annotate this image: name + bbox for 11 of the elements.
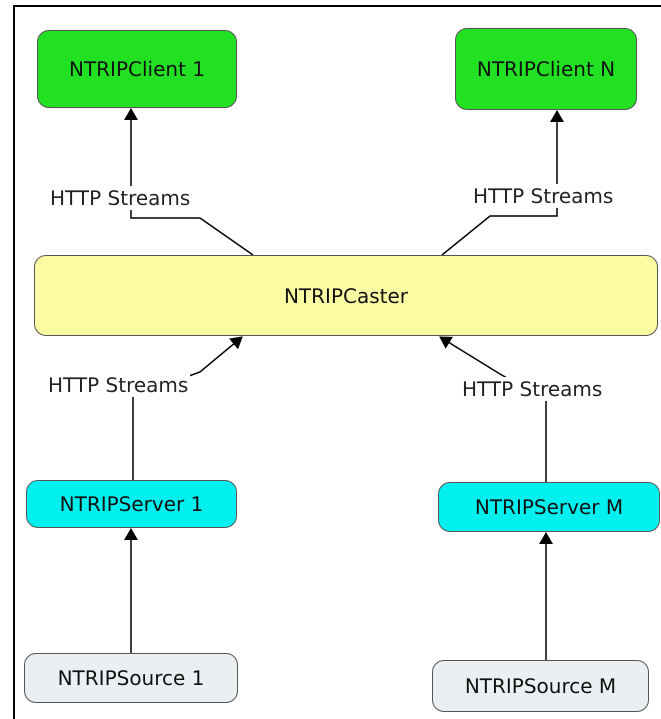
server-box: NTRIPServer M bbox=[438, 482, 660, 532]
source-box: NTRIPSource 1 bbox=[24, 653, 238, 703]
arrow bbox=[442, 110, 564, 256]
server-box: NTRIPServer 1 bbox=[26, 480, 237, 528]
caster-box: NTRIPCaster bbox=[34, 255, 658, 336]
client-box: NTRIPClient N bbox=[455, 28, 637, 110]
source-box: NTRIPSource M bbox=[432, 660, 649, 712]
arrow bbox=[124, 528, 138, 653]
client-box: NTRIPClient 1 bbox=[37, 30, 237, 108]
arrow bbox=[124, 108, 254, 256]
arrow bbox=[539, 532, 553, 660]
